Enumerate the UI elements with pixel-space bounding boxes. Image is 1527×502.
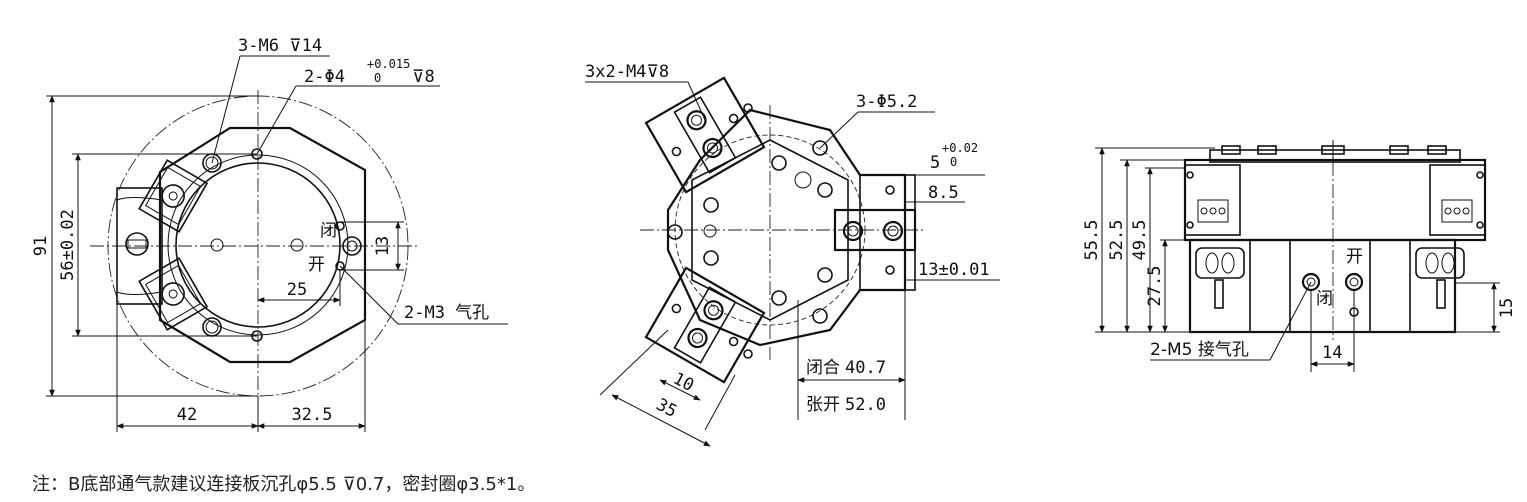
dim-13-tol: 13±0.01 <box>918 260 990 280</box>
label-close: 闭 <box>320 221 337 241</box>
dim-8-5: 8.5 <box>928 183 959 203</box>
upper-housing <box>1183 158 1487 242</box>
air-port-large <box>342 236 362 256</box>
right-view-jaw-left <box>1184 164 1241 236</box>
callout-m5: 2-M5 接气孔 <box>1150 340 1249 360</box>
dim-closed-label: 闭合 <box>806 358 840 378</box>
dim-open-value: 52.0 <box>845 395 886 415</box>
callout-m3: 2-M3 气孔 <box>404 303 489 323</box>
dim-10: 10 <box>670 369 697 396</box>
dim-closed-value: 40.7 <box>845 358 886 378</box>
dim-42: 42 <box>177 405 197 425</box>
callout-5-2: 3-Φ5.2 <box>856 92 917 112</box>
middle-jaw-bottom <box>644 266 766 384</box>
callout-pin-depth: ⊽8 <box>412 67 435 87</box>
dim-27-5: 27.5 <box>1145 266 1165 307</box>
callout-pin-tol-lower: 0 <box>374 71 381 85</box>
dim-13: 13 <box>373 236 393 256</box>
dim-56: 56±0.02 <box>58 209 78 281</box>
callout-m4: 3x2-M4⊽8 <box>585 62 669 82</box>
dim-91: 91 <box>31 236 51 256</box>
dim-5: 5 <box>930 153 940 173</box>
dim-49-5: 49.5 <box>1130 220 1150 261</box>
middle-view: 3x2-M4⊽8 3-Φ5.2 5 +0.02 0 8.5 13±0.01 闭合… <box>585 62 1000 447</box>
port-open <box>1344 272 1364 292</box>
dim-5-tol-lower: 0 <box>950 155 957 169</box>
side-block <box>116 187 163 305</box>
dim-5-tol-upper: +0.02 <box>942 141 978 155</box>
middle-jaw-top <box>644 76 766 194</box>
callout-pin: 2-Φ4 <box>304 67 345 87</box>
middle-hexagon <box>691 139 849 321</box>
right-view: 开 闭 55.5 52.5 49.5 27.5 15 14 2-M5 接气孔 <box>1082 140 1517 372</box>
dim-32-5: 32.5 <box>292 405 333 425</box>
callout-pin-tol-upper: +0.015 <box>367 57 410 71</box>
side-screw <box>125 232 149 256</box>
right-view-jaw-right <box>1429 164 1486 236</box>
label-open-right: 开 <box>1346 247 1363 267</box>
inner-bore <box>175 162 341 328</box>
label-open: 开 <box>308 255 325 275</box>
dim-open-label: 张开 <box>806 395 840 415</box>
middle-jaw-right <box>833 174 917 291</box>
left-view: 闭 开 91 56±0.02 42 32.5 25 13 3-M6 ⊽14 <box>31 36 508 432</box>
hole-5-2-a <box>812 140 828 156</box>
hole-5-2-b <box>812 308 828 324</box>
dim-52-5: 52.5 <box>1107 220 1127 261</box>
dim-15: 15 <box>1497 298 1517 318</box>
label-close-right: 闭 <box>1316 289 1333 309</box>
lower-body <box>1188 238 1457 334</box>
footnote: 注：B底部通气款建议连接板沉孔φ5.5 ⊽0.7，密封圈φ3.5*1。 <box>32 474 536 495</box>
inner-bore-chamfer <box>167 154 349 336</box>
dim-14: 14 <box>1322 343 1342 363</box>
callout-m6: 3-M6 ⊽14 <box>238 36 322 56</box>
hole-5-2-c <box>667 224 683 240</box>
dim-55-5: 55.5 <box>1082 220 1102 261</box>
dim-25: 25 <box>287 280 307 300</box>
jaw-top-right <box>138 159 209 233</box>
jaw-bottom-right <box>138 257 209 331</box>
